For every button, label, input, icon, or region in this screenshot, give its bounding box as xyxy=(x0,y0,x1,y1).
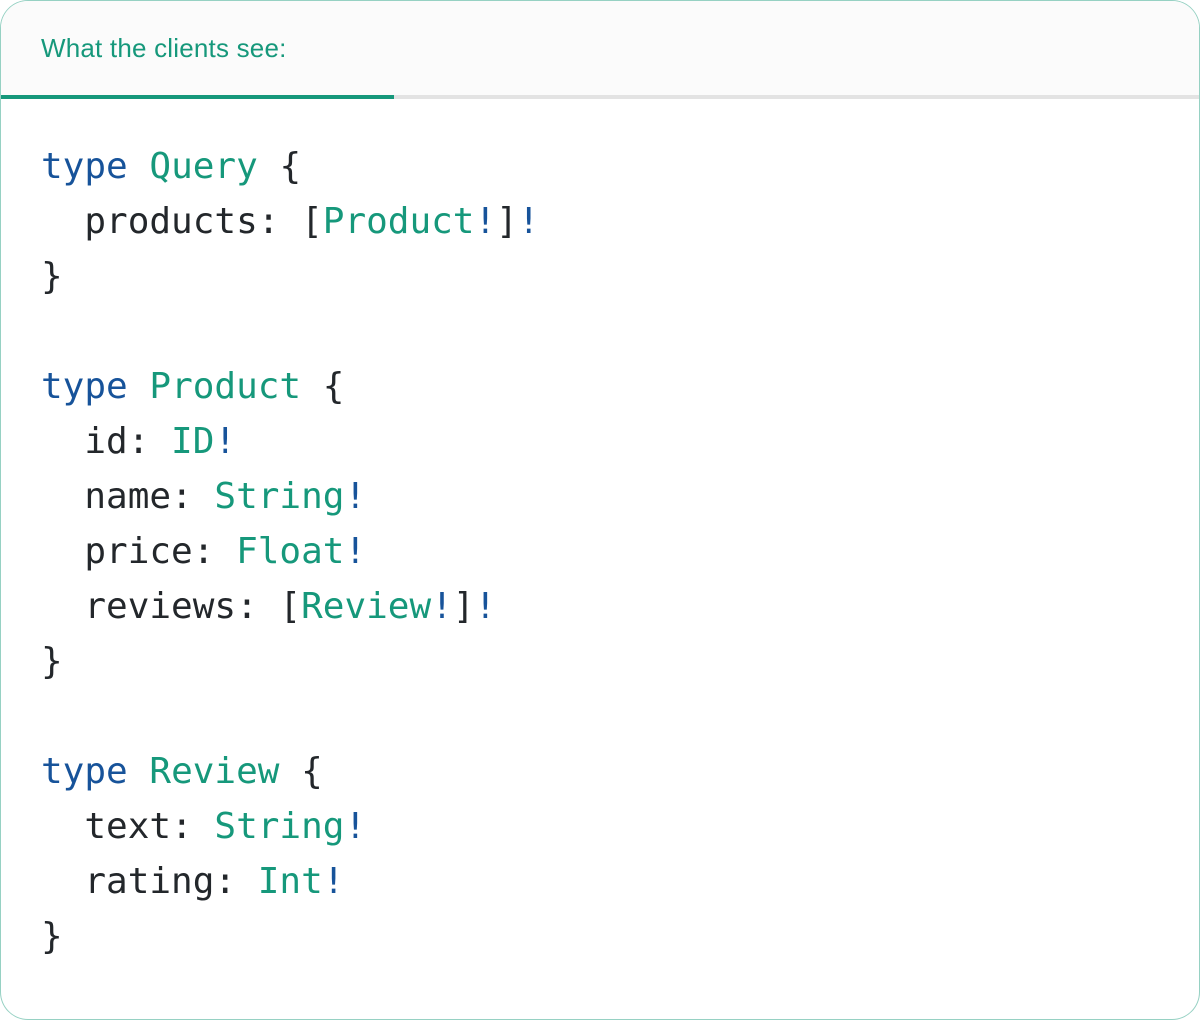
code-token-plain: } xyxy=(41,916,63,957)
tab-label: What the clients see: xyxy=(41,32,287,63)
code-token-typename: Review xyxy=(149,751,280,792)
code-token-keyword: ! xyxy=(431,586,453,627)
code-token-typename: String xyxy=(214,476,345,517)
code-token-keyword: ! xyxy=(474,201,497,242)
code-token-plain xyxy=(128,751,150,792)
code-token-typename: Review xyxy=(301,586,432,627)
code-token-typename: Float xyxy=(236,531,345,572)
code-line: id: ID! xyxy=(41,414,1159,469)
tab-what-clients-see[interactable]: What the clients see: xyxy=(1,1,287,95)
code-token-plain: { xyxy=(279,751,323,792)
code-token-plain xyxy=(128,146,150,187)
code-token-plain: products: [ xyxy=(41,201,323,242)
code-line: products: [Product!]! xyxy=(41,194,1159,249)
code-token-typename: Int xyxy=(257,861,323,902)
code-token-plain xyxy=(128,366,150,407)
code-token-keyword: ! xyxy=(344,531,367,572)
code-token-typename: Query xyxy=(149,146,258,187)
code-token-keyword: ! xyxy=(517,201,540,242)
code-line: reviews: [Review!]! xyxy=(41,579,1159,634)
code-token-keyword: type xyxy=(41,751,128,792)
code-token-typename: ID xyxy=(171,421,215,462)
code-line: price: Float! xyxy=(41,524,1159,579)
code-token-plain: rating: xyxy=(41,861,258,902)
code-token-keyword: ! xyxy=(344,476,367,517)
divider-line xyxy=(394,95,1199,99)
code-line: } xyxy=(41,249,1159,304)
code-line: text: String! xyxy=(41,799,1159,854)
code-token-plain: reviews: [ xyxy=(41,586,302,627)
code-line: name: String! xyxy=(41,469,1159,524)
code-line: } xyxy=(41,634,1159,689)
code-token-keyword: ! xyxy=(214,421,237,462)
active-tab-underline xyxy=(1,95,394,99)
code-token-plain: text: xyxy=(41,806,215,847)
code-block: type Query { products: [Product!]!}type … xyxy=(1,99,1199,964)
code-token-plain: id: xyxy=(41,421,172,462)
code-token-plain: price: xyxy=(41,531,237,572)
code-token-plain: } xyxy=(41,256,63,297)
code-line xyxy=(41,304,1159,359)
code-token-typename: Product xyxy=(149,366,302,407)
code-line: type Query { xyxy=(41,139,1159,194)
code-token-plain: name: xyxy=(41,476,215,517)
code-line: } xyxy=(41,909,1159,964)
code-token-plain: { xyxy=(257,146,302,187)
code-line xyxy=(41,689,1159,744)
tab-divider xyxy=(1,95,1199,99)
code-token-typename: String xyxy=(214,806,345,847)
code-token-plain: ] xyxy=(496,201,518,242)
code-token-keyword: type xyxy=(41,366,128,407)
code-line: type Review { xyxy=(41,744,1159,799)
code-token-plain: } xyxy=(41,641,63,682)
tab-strip: What the clients see: xyxy=(1,1,1199,95)
code-token-plain: { xyxy=(301,366,345,407)
code-token-keyword: ! xyxy=(322,861,345,902)
code-line: rating: Int! xyxy=(41,854,1159,909)
code-line: type Product { xyxy=(41,359,1159,414)
code-token-keyword: ! xyxy=(474,586,497,627)
code-token-keyword: type xyxy=(41,146,128,187)
code-token-plain: ] xyxy=(452,586,475,627)
code-token-keyword: ! xyxy=(344,806,367,847)
code-token-typename: Product xyxy=(322,201,475,242)
